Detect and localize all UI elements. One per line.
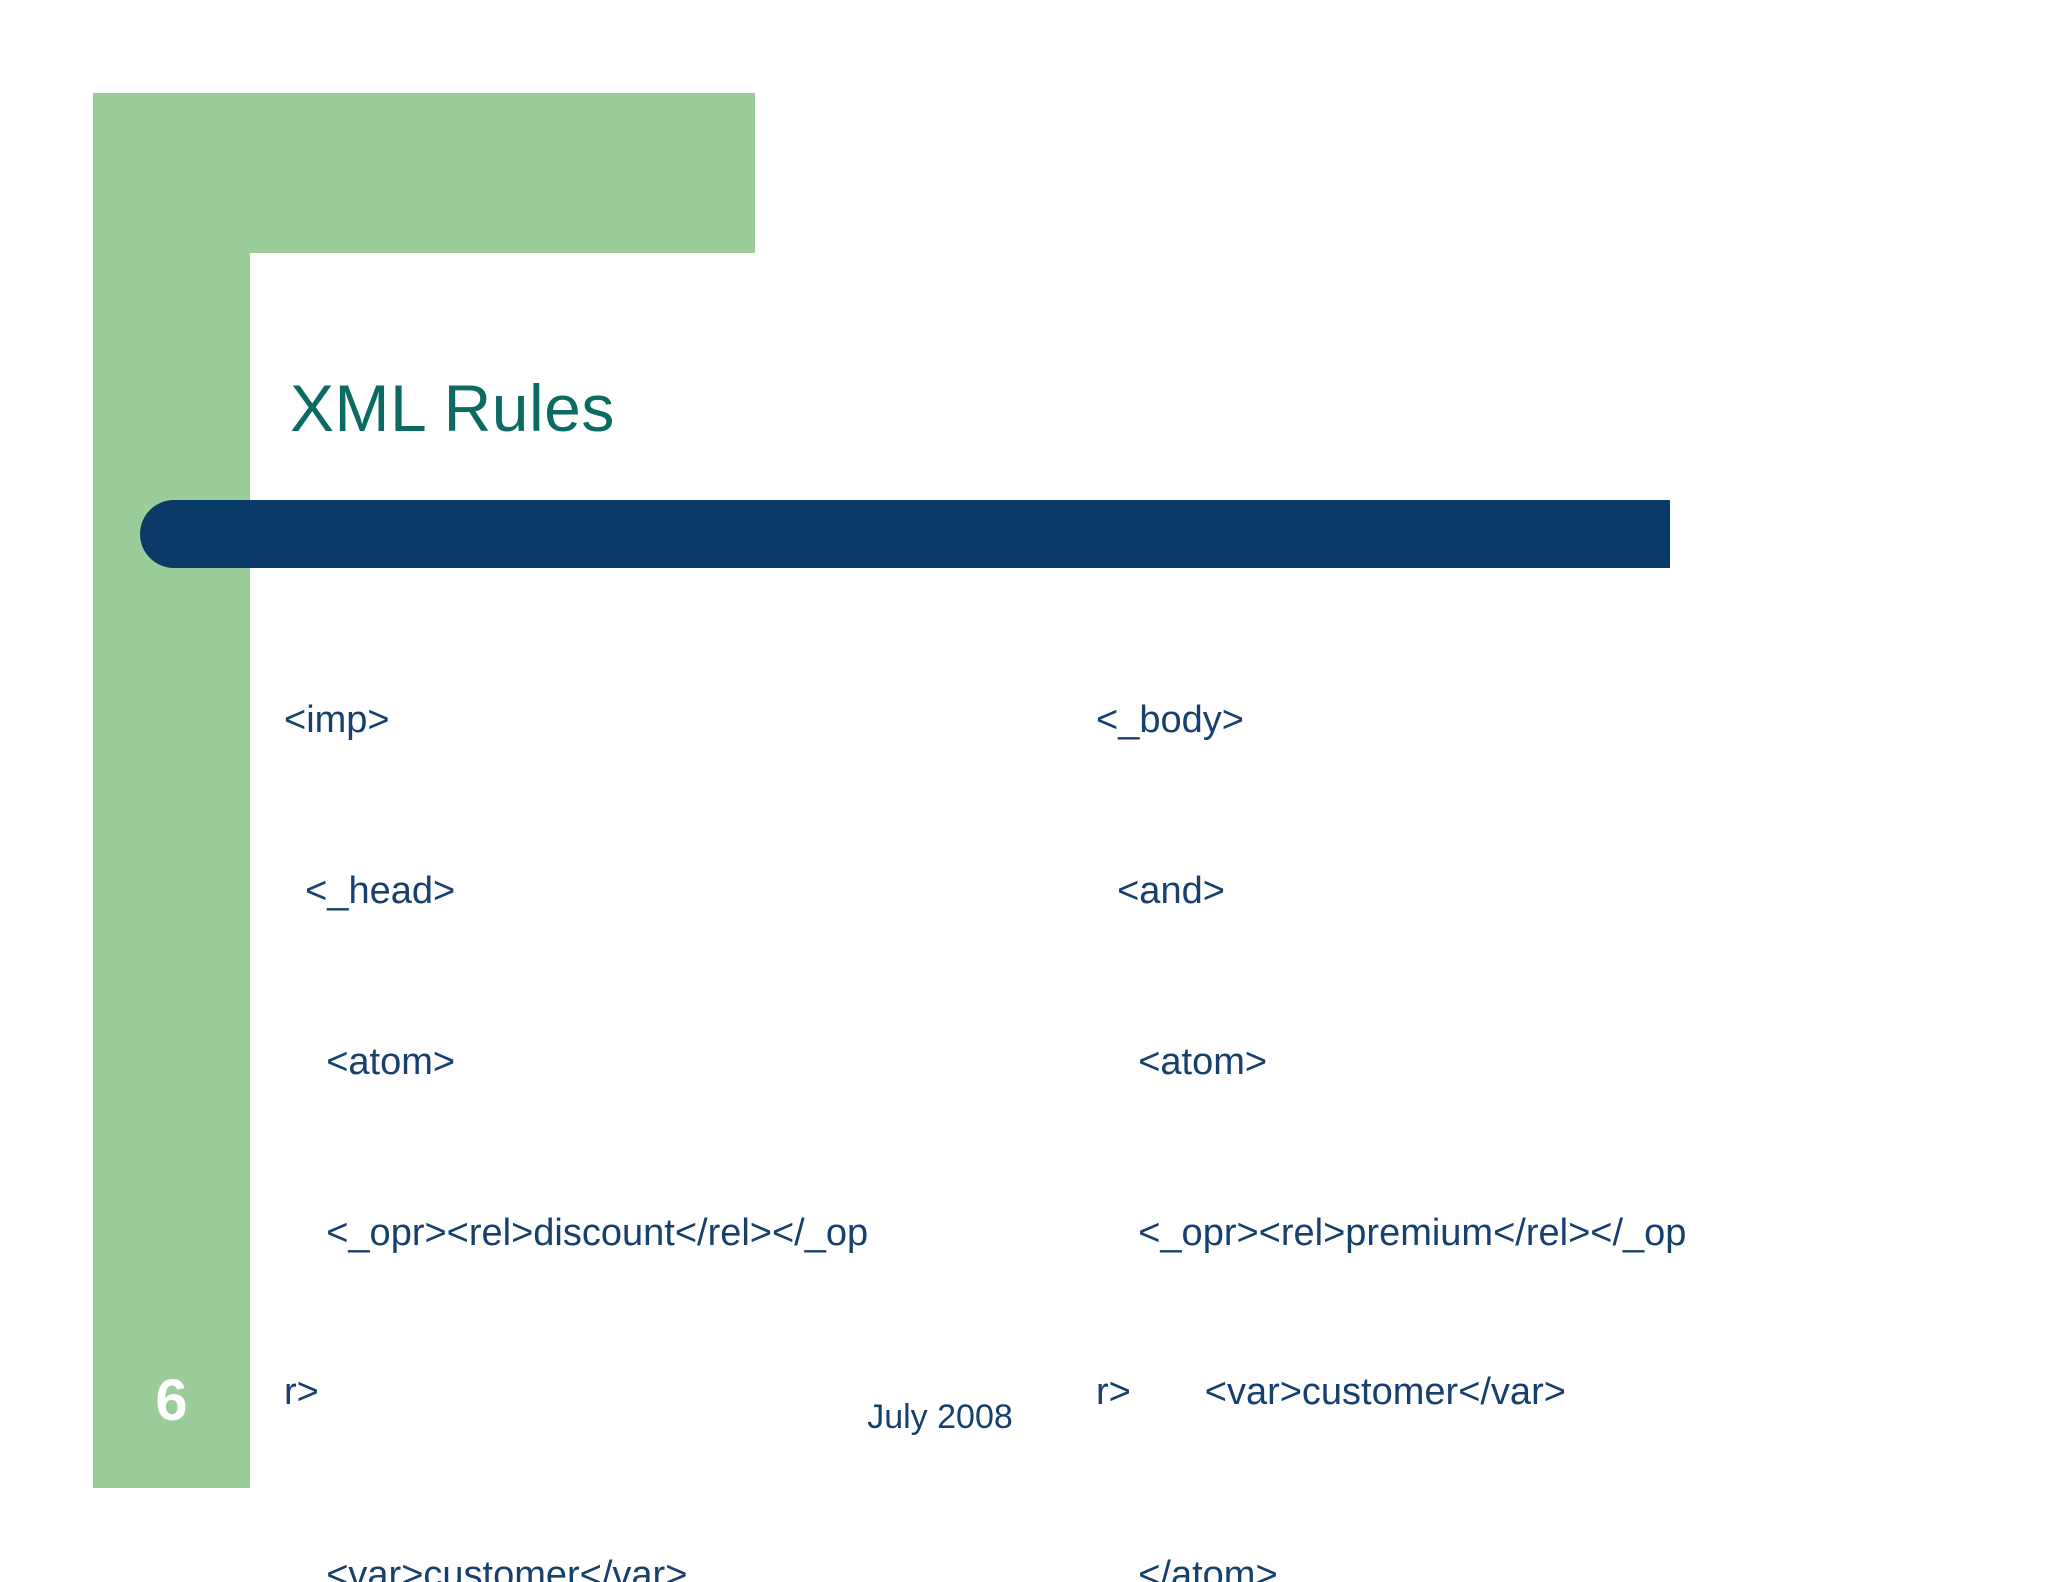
code-line: <atom> — [1096, 1041, 1268, 1083]
code-line-wrapped: r> — [284, 1371, 319, 1413]
green-sidebar-band — [93, 93, 250, 1488]
code-line: <imp> — [284, 699, 390, 741]
title-rule-bar — [140, 500, 1670, 568]
green-top-block — [250, 93, 755, 253]
code-line: <var>customer</var> — [284, 1554, 688, 1582]
code-line: <_opr><rel>discount</rel></_op — [284, 1212, 869, 1254]
code-line: <_head> — [284, 870, 456, 912]
xml-code-left-column: <imp> <_head> <atom> <_opr><rel>discount… — [284, 578, 1064, 1582]
white-content-card — [250, 253, 2048, 1582]
page-number: 6 — [155, 1368, 188, 1433]
code-line: </atom> — [1096, 1554, 1278, 1582]
code-line-wrapped: r> <var>customer</var> — [1096, 1371, 1566, 1413]
code-line: <_opr><rel>premium</rel></_op — [1096, 1212, 1687, 1254]
xml-code-right-column: <_body> <and> <atom> <_opr><rel>premium<… — [1096, 578, 1926, 1582]
code-line: <and> — [1096, 870, 1225, 912]
code-line: <atom> — [284, 1041, 456, 1083]
page-title: XML Rules — [290, 371, 615, 445]
footer-date: July 2008 — [867, 1398, 1013, 1436]
code-columns: <imp> <_head> <atom> <_opr><rel>discount… — [0, 578, 2048, 1582]
code-line: <_body> — [1096, 699, 1244, 741]
